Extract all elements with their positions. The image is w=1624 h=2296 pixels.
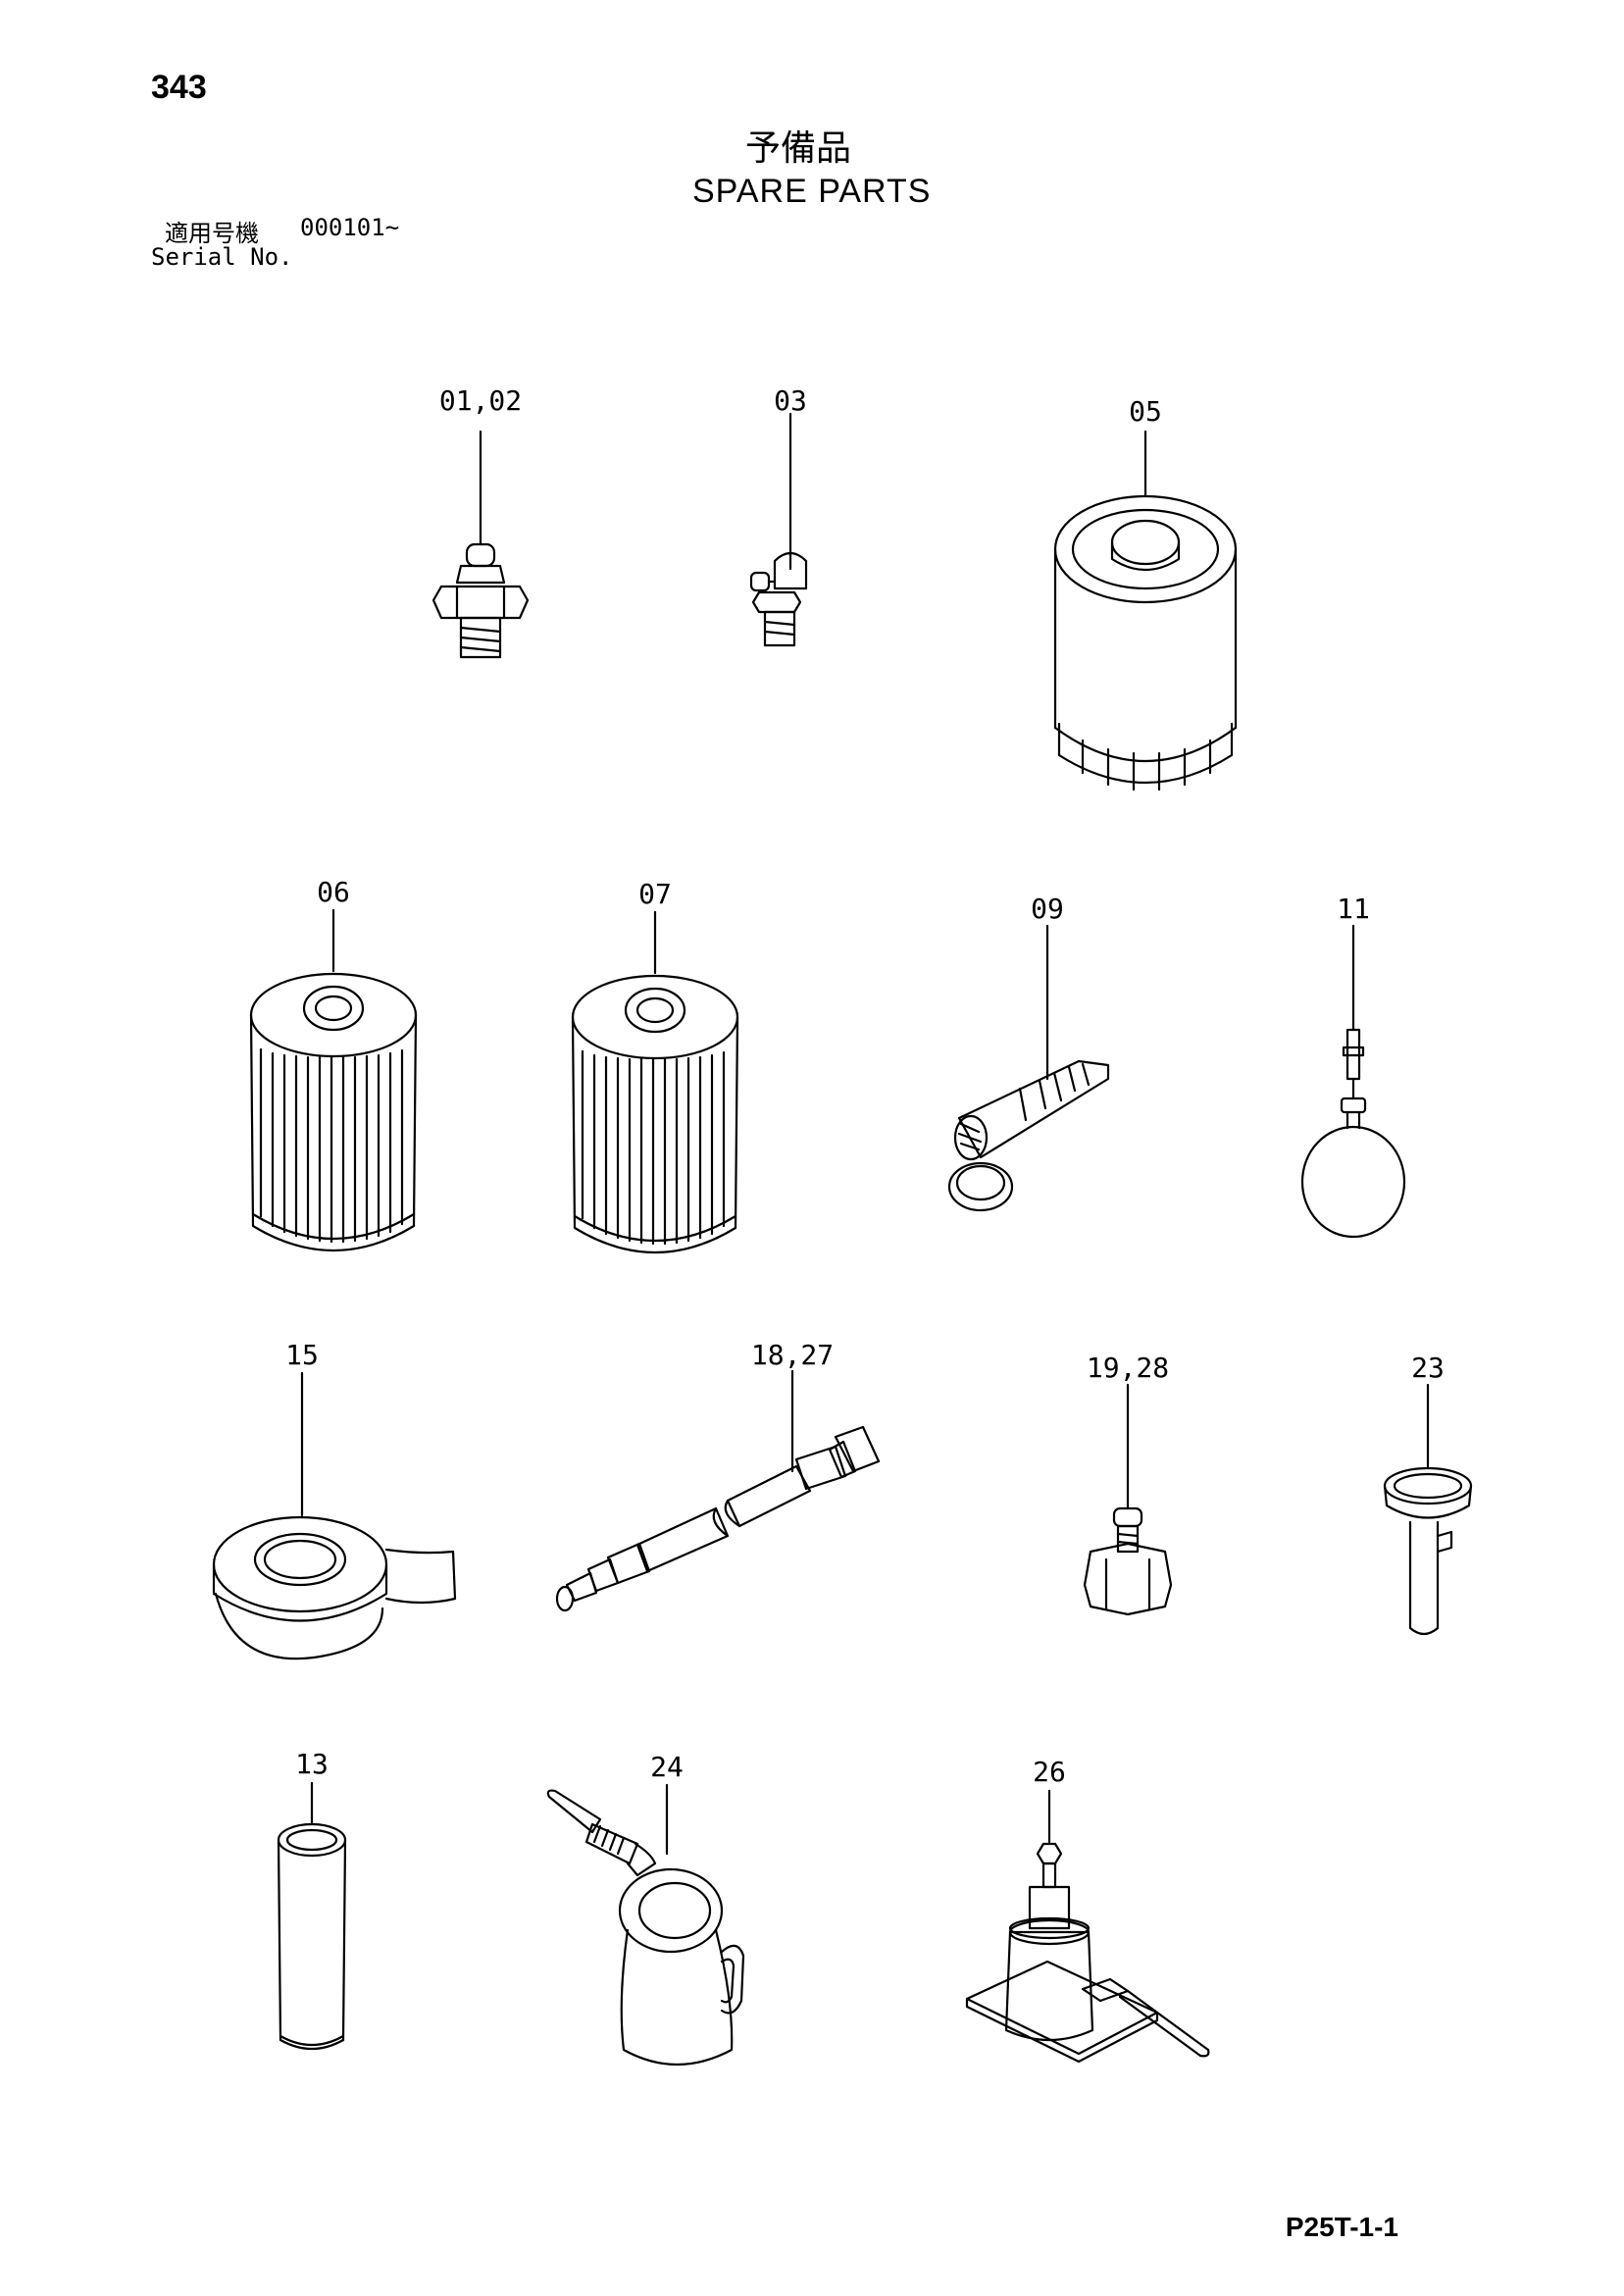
serial-value: 000101~: [300, 214, 400, 241]
part-ref-15: 15: [285, 1339, 319, 1371]
part-ref-26: 26: [1033, 1756, 1066, 1788]
dipstick-ring-icon: [1302, 926, 1404, 1237]
part-ref-09: 09: [1031, 893, 1064, 925]
seal-tape-roll-icon: [214, 1373, 455, 1658]
part-ref-18-27: 18,27: [750, 1339, 835, 1371]
filter-element-icon: [251, 910, 416, 1250]
part-ref-07: 07: [638, 878, 672, 910]
part-ref-06: 06: [317, 876, 350, 908]
part-ref-01-02: 01,02: [438, 384, 523, 417]
part-ref-05: 05: [1129, 395, 1162, 428]
part-ref-03: 03: [774, 384, 807, 417]
page-title-japanese: 予備品: [745, 128, 852, 169]
part-ref-23: 23: [1411, 1352, 1445, 1384]
grease-nipple-angled-icon: [751, 414, 806, 645]
filter-element-icon: [573, 912, 737, 1252]
strainer-with-ring-icon: [949, 926, 1108, 1210]
hydraulic-jack-icon: [967, 1791, 1208, 2062]
part-ref-13: 13: [295, 1748, 329, 1780]
part-ref-24: 24: [650, 1751, 684, 1783]
serial-label-english: Serial No.: [151, 243, 293, 271]
drawing-code: P25T-1-1: [1285, 2212, 1398, 2242]
funnel-icon: [1385, 1385, 1471, 1634]
serial-label-japanese: 適用号機: [165, 220, 259, 247]
part-ref-11: 11: [1337, 893, 1370, 925]
oil-can-icon: [548, 1785, 743, 2065]
page-title-english: SPARE PARTS: [692, 173, 932, 210]
cartridge-filter-icon: [1055, 432, 1236, 790]
page-number: 343: [151, 69, 207, 106]
grease-nipple-straight-icon: [433, 432, 528, 657]
cylindrical-element-icon: [279, 1783, 345, 2049]
part-ref-19-28: 19,28: [1086, 1352, 1170, 1384]
adapter-nipple-icon: [1085, 1385, 1171, 1614]
grease-gun-extension-icon: [557, 1371, 879, 1610]
